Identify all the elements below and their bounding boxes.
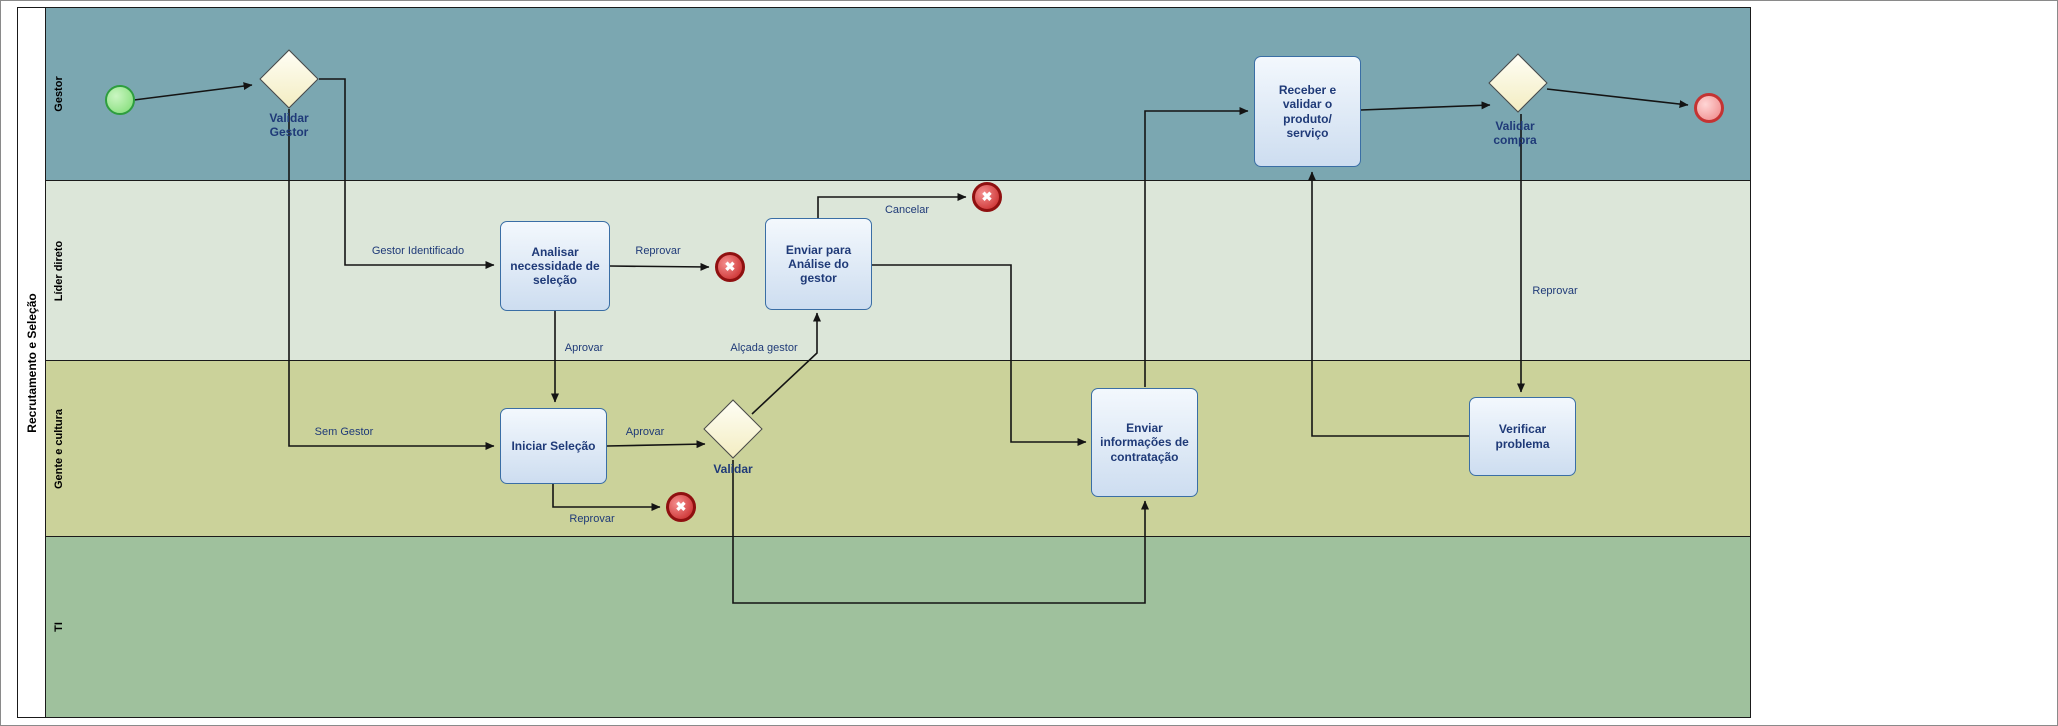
cancel-x-icon: ✖ bbox=[675, 499, 687, 514]
gateway-validar[interactable] bbox=[703, 399, 763, 459]
flow-label-reprovar-iniciar: Reprovar bbox=[569, 513, 615, 525]
task-analisar-necessidade[interactable]: Analisar necessidade de seleção bbox=[500, 221, 610, 311]
gateway-validar-gestor[interactable] bbox=[259, 49, 319, 109]
cancel-x-icon: ✖ bbox=[981, 189, 993, 204]
diamond-shape bbox=[703, 399, 763, 459]
task-iniciar-selecao[interactable]: Iniciar Seleção bbox=[500, 408, 607, 484]
flow-label-aprovar-iniciar: Aprovar bbox=[625, 426, 665, 438]
flow-label-alcada-gestor: Alçada gestor bbox=[730, 342, 798, 354]
flow-label-gestor-identificado: Gestor Identificado bbox=[371, 245, 465, 257]
gateway-label-validar: Validar bbox=[713, 462, 753, 476]
lane-name-lider-direto: Líder direto bbox=[53, 240, 65, 302]
end-event-final[interactable] bbox=[1694, 93, 1724, 123]
lane-ti bbox=[18, 537, 1750, 717]
flow-label-aprovar-analise: Aprovar bbox=[564, 342, 604, 354]
task-enviar-informacoes[interactable]: Enviar informações de contratação bbox=[1091, 388, 1198, 497]
task-receber-validar-produto[interactable]: Receber e validar o produto/ serviço bbox=[1254, 56, 1361, 167]
gateway-label-validar-gestor: Validar Gestor bbox=[269, 111, 309, 139]
bpmn-pool: Recrutamento e Seleção Gestor Líder dire… bbox=[17, 7, 1751, 718]
gateway-label-validar-compra: Validar compra bbox=[1493, 119, 1537, 147]
flow-label-cancelar: Cancelar bbox=[884, 204, 930, 216]
end-event-reprovar-iniciar[interactable]: ✖ bbox=[666, 492, 696, 522]
lane-name-gente-e-cultura: Gente e cultura bbox=[53, 408, 65, 490]
lane-name-gestor: Gestor bbox=[53, 76, 65, 112]
start-event[interactable] bbox=[105, 85, 135, 115]
end-event-cancelar[interactable]: ✖ bbox=[972, 182, 1002, 212]
gateway-validar-compra[interactable] bbox=[1488, 53, 1548, 113]
cancel-x-icon: ✖ bbox=[724, 259, 736, 274]
task-verificar-problema[interactable]: Verificar problema bbox=[1469, 397, 1576, 476]
diamond-shape bbox=[1488, 53, 1548, 113]
flow-label-reprovar-analise: Reprovar bbox=[635, 245, 681, 257]
end-event-reprovar-analise[interactable]: ✖ bbox=[715, 252, 745, 282]
pool-name-strip bbox=[18, 8, 46, 717]
flow-label-sem-gestor: Sem Gestor bbox=[314, 426, 374, 438]
diamond-shape bbox=[259, 49, 319, 109]
task-enviar-analise-gestor[interactable]: Enviar para Análise do gestor bbox=[765, 218, 872, 310]
lane-name-ti: TI bbox=[53, 622, 65, 632]
pool-name: Recrutamento e Seleção bbox=[25, 293, 39, 433]
flow-label-reprovar-compra: Reprovar bbox=[1532, 285, 1578, 297]
